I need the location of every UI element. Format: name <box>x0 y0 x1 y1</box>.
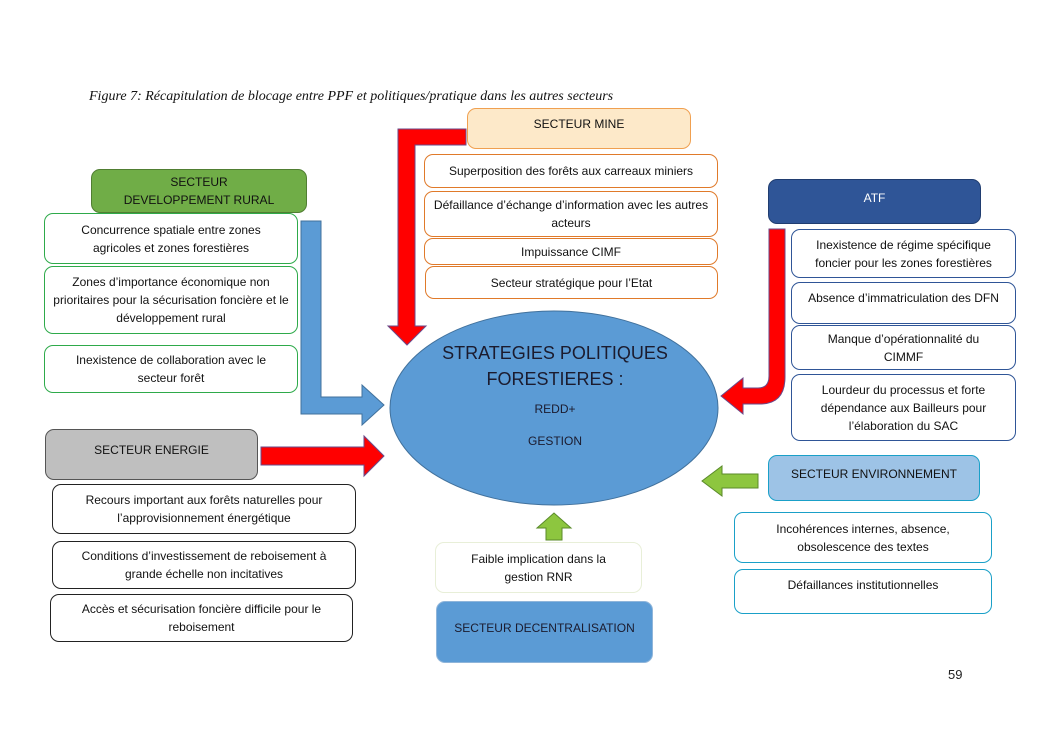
mine-arrow <box>386 128 467 346</box>
center-title-line1: STRATEGIES POLITIQUES <box>442 343 668 363</box>
atf-item: Absence d’immatriculation des DFN <box>791 282 1016 324</box>
environnement-item: Incohérences internes, absence, obsolesc… <box>734 512 992 563</box>
energie-item: Recours important aux forêts naturelles … <box>52 484 356 534</box>
central-strategy-label: STRATEGIES POLITIQUES FORESTIERES : REDD… <box>390 340 720 450</box>
mine-sector-header: SECTEUR MINE <box>467 108 691 149</box>
mine-item: Secteur stratégique pour l’Etat <box>425 266 718 299</box>
central-ellipse <box>389 310 719 506</box>
energie-arrow <box>260 434 385 478</box>
energie-item: Conditions d’investissement de reboiseme… <box>52 541 356 589</box>
decentralisation-item: Faible implication dans la gestion RNR <box>435 542 642 593</box>
atf-sector-header: ATF <box>768 179 981 224</box>
mine-item: Défaillance d’échange d’information avec… <box>424 191 718 237</box>
figure-caption: Figure 7: Récapitulation de blocage entr… <box>89 89 614 104</box>
mine-item: Impuissance CIMF <box>424 238 718 265</box>
atf-item: Inexistence de régime spécifique foncier… <box>791 229 1016 278</box>
atf-arrow <box>720 228 786 416</box>
atf-item: Manque d’opérationnalité du CIMMF <box>791 325 1016 370</box>
rural-item: Concurrence spatiale entre zones agricol… <box>44 213 298 264</box>
mine-item: Superposition des forêts aux carreaux mi… <box>424 154 718 188</box>
center-item-gestion: GESTION <box>527 434 582 448</box>
rural-item: Zones d’importance économique non priori… <box>44 266 298 334</box>
environnement-item: Défaillances institutionnelles <box>734 569 992 614</box>
environnement-arrow <box>701 465 759 497</box>
energie-item: Accès et sécurisation foncière difficile… <box>50 594 353 642</box>
atf-item: Lourdeur du processus et forte dépendanc… <box>791 374 1016 441</box>
center-title-line2: FORESTIERES : <box>486 369 624 389</box>
environnement-sector-header: SECTEUR ENVIRONNEMENT <box>768 455 980 501</box>
rural-sector-header: SECTEUR DEVELOPPEMENT RURAL <box>91 169 307 213</box>
energie-sector-header: SECTEUR ENERGIE <box>45 429 258 480</box>
decentralisation-arrow <box>535 512 573 541</box>
decentralisation-sector-header: SECTEUR DECENTRALISATION <box>436 601 653 663</box>
page-number: 59 <box>948 667 963 682</box>
rural-item: Inexistence de collaboration avec le sec… <box>44 345 298 393</box>
center-item-redd: REDD+ <box>534 402 576 416</box>
rural-arrow <box>300 220 385 427</box>
